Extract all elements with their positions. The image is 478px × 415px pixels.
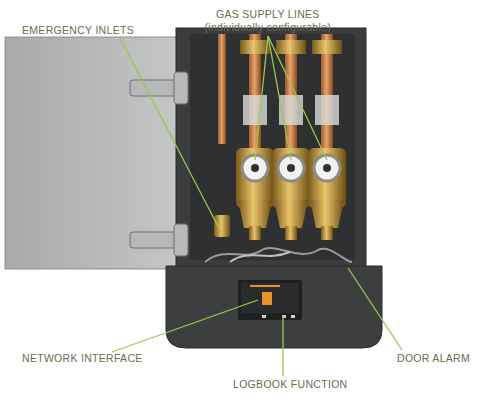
screen-display (241, 283, 299, 313)
cabinet-body (176, 28, 366, 270)
hinge (130, 72, 188, 256)
cable (230, 252, 290, 262)
screen-buttons (262, 315, 295, 318)
cabinet-inner (190, 34, 355, 260)
regulator (214, 148, 346, 240)
screen-bar (250, 285, 280, 287)
cable (205, 248, 352, 262)
touch-screen (238, 280, 302, 320)
leader-line (112, 36, 402, 376)
callout-label: GAS SUPPLY LINES (216, 8, 320, 20)
callout-label: EMERGENCY INLETS (22, 24, 134, 36)
callout-label: NETWORK INTERFACE (22, 352, 143, 364)
gas-supply-line (218, 34, 342, 164)
screen-icon (262, 292, 272, 305)
callout-label: LOGBOOK FUNCTION (233, 378, 347, 390)
callout-label: DOOR ALARM (397, 352, 470, 364)
control-unit (166, 266, 382, 348)
callout-note: (individually configurable) (205, 21, 332, 33)
